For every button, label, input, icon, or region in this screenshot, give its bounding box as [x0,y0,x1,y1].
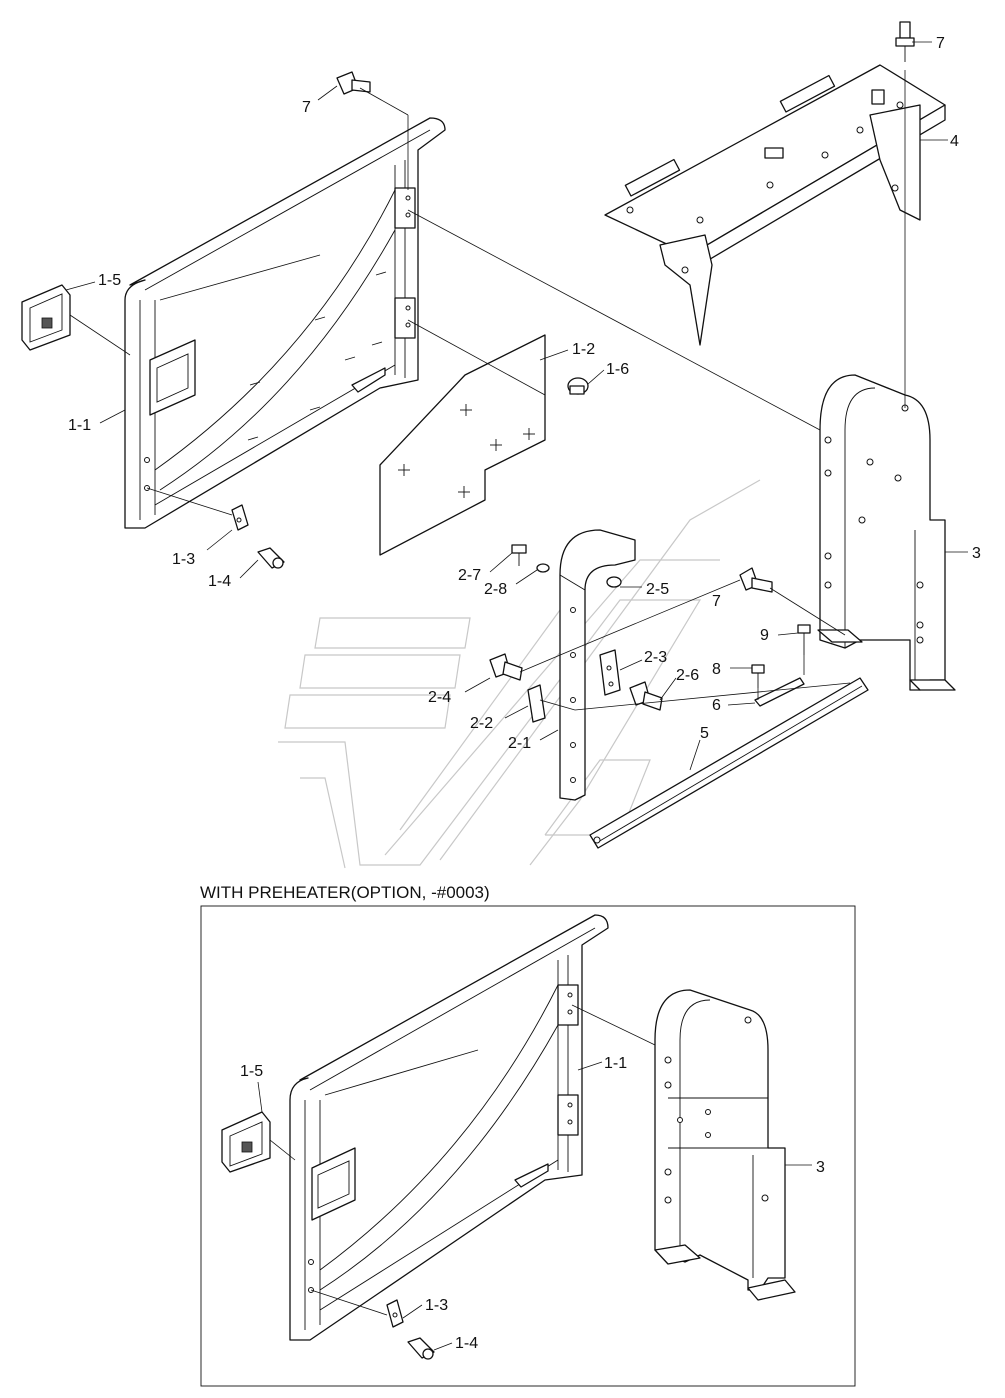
upper-bracket-part-4 [604,64,946,346]
bolt-part-2-7 [511,544,527,566]
plate-part-2-2 [527,684,546,723]
link-part-6 [754,677,805,707]
cover-plate-part-1-2 [379,334,546,556]
callout-1-3: 1-3 [172,551,195,568]
bolt-part-7-mid [739,567,773,593]
vertical-bracket-part-2-1 [559,529,636,801]
inset-callout-1-3: 1-3 [425,1297,448,1314]
callout-8: 8 [712,661,721,678]
callout-2-1: 2-1 [508,735,531,752]
callout-2-7: 2-7 [458,567,481,584]
nut-part-2-5 [606,576,622,588]
washer-part-2-8 [536,563,550,573]
inset-title: WITH PREHEATER(OPTION, -#0003) [200,883,490,902]
rubber-cap-part-1-6 [567,377,589,395]
callout-4: 4 [950,133,959,150]
callout-6: 6 [712,697,721,714]
callout-2-2: 2-2 [470,715,493,732]
inset-callout-1-1: 1-1 [604,1055,627,1072]
bolt-part-9 [797,624,811,655]
callout-1-4: 1-4 [208,573,231,590]
u-bracket-part-3 [817,374,956,691]
callout-1-1: 1-1 [68,417,91,434]
callout-9: 9 [760,627,769,644]
callout-1-2: 1-2 [572,341,595,358]
inset-u-bracket [654,989,796,1301]
inset-callout-1-5: 1-5 [240,1063,263,1080]
bolt-part-2-6 [629,681,663,711]
callout-3: 3 [972,545,981,562]
inset-callout-3: 3 [816,1159,825,1176]
inset-main-panel [289,914,609,1341]
bolt-part-8 [751,664,765,688]
inset-latch [221,1111,271,1173]
clip-part-1-3 [231,504,249,531]
latch-part-1-5 [21,284,71,351]
callout-7-top: 7 [936,35,945,52]
plate-part-2-3 [599,649,621,696]
callout-7-left: 7 [302,99,311,116]
assembly-lines [69,70,906,711]
callout-2-6: 2-6 [676,667,699,684]
callout-2-8: 2-8 [484,581,507,598]
callout-7-mid: 7 [712,593,721,610]
callout-2-4: 2-4 [428,689,451,706]
inset-bolt [407,1337,435,1360]
inset-callout-1-4: 1-4 [455,1335,478,1352]
bolt-part-2-4 [489,653,523,681]
callout-labels: 7 4 7 1-5 1-1 1-2 1-6 1-3 1-4 3 2-7 2-8 … [68,35,981,752]
callout-2-3: 2-3 [644,649,667,666]
watermark-logo [278,479,761,869]
callout-leaders [65,41,968,771]
callout-1-5: 1-5 [98,272,121,289]
stay-part-5 [589,677,869,849]
inset-callout-labels: 1-5 1-1 3 1-3 1-4 [240,1055,825,1352]
inset-assembly-lines [257,1004,812,1351]
inset-frame [200,905,856,1387]
bolt-part-7-left [336,71,371,95]
main-panel-part-1-1 [124,117,446,529]
bolt-part-7-top [895,21,915,62]
callout-1-6: 1-6 [606,361,629,378]
inset-clip [386,1299,404,1328]
bolt-part-1-4 [257,547,285,569]
callout-2-5: 2-5 [646,581,669,598]
callout-5: 5 [700,725,709,742]
